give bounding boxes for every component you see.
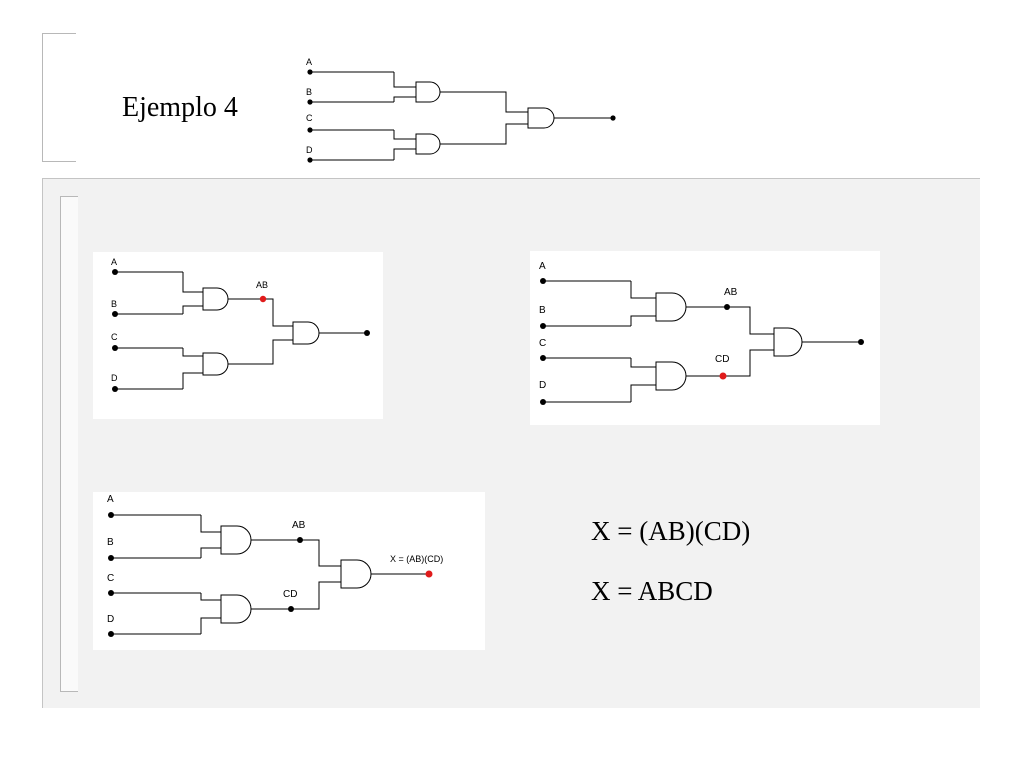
label-cd: CD <box>715 354 729 365</box>
output-node <box>610 115 616 121</box>
label-a: A <box>111 257 117 267</box>
equation-simplified: X = ABCD <box>591 576 713 606</box>
output-node <box>364 330 370 336</box>
label-b: B <box>111 299 117 309</box>
slide-bracket-inner <box>60 196 78 692</box>
label-d: D <box>107 614 114 625</box>
and-gate-cd <box>655 361 687 391</box>
equation-product: X = (AB)(CD) <box>591 516 751 546</box>
label-a: A <box>306 57 312 67</box>
label-c: C <box>539 338 546 349</box>
input-b-node <box>307 99 313 105</box>
label-a: A <box>539 261 546 272</box>
node-cd-highlight <box>719 372 727 380</box>
input-d-node <box>307 157 313 163</box>
and-gate-out <box>292 321 320 345</box>
and-gate-out <box>527 107 555 129</box>
and-gate-ab <box>415 81 441 103</box>
node-ab <box>297 537 303 543</box>
label-ab: AB <box>292 520 306 531</box>
label-a: A <box>107 494 114 505</box>
label-d: D <box>539 380 546 391</box>
node-ab-highlight <box>259 295 267 303</box>
label-c: C <box>111 332 118 342</box>
label-c: C <box>107 573 114 584</box>
label-ab: AB <box>724 287 738 298</box>
node-cd <box>288 606 294 612</box>
input-a-node <box>307 69 313 75</box>
circuit-main: A B C D <box>296 52 626 174</box>
label-d: D <box>111 373 118 383</box>
label-cd: CD <box>283 589 297 600</box>
circuit-step-2: A B C D AB CD <box>530 251 880 425</box>
circuit-step-1: A B C D AB <box>93 252 383 419</box>
label-b: B <box>306 87 312 97</box>
circuit-step-3: A B C D AB CD X = (AB)(CD) <box>93 492 485 650</box>
output-x-highlight <box>425 570 433 578</box>
and-gate-cd <box>415 133 441 155</box>
output-node <box>858 339 864 345</box>
label-ab: AB <box>256 280 268 290</box>
and-gate-cd <box>202 352 229 376</box>
label-c: C <box>306 113 313 123</box>
and-gate-out <box>340 559 372 589</box>
slide-title: Ejemplo 4 <box>122 92 238 123</box>
label-b: B <box>107 537 114 548</box>
label-d: D <box>306 145 313 155</box>
and-gate-ab <box>220 525 252 555</box>
and-gate-cd <box>220 594 252 624</box>
and-gate-out <box>773 327 803 357</box>
slide-bracket-top <box>42 33 76 162</box>
label-b: B <box>539 305 546 316</box>
label-x-output: X = (AB)(CD) <box>390 554 443 564</box>
input-c-node <box>307 127 313 133</box>
and-gate-ab <box>655 292 687 322</box>
and-gate-ab <box>202 287 229 311</box>
node-ab <box>724 304 730 310</box>
